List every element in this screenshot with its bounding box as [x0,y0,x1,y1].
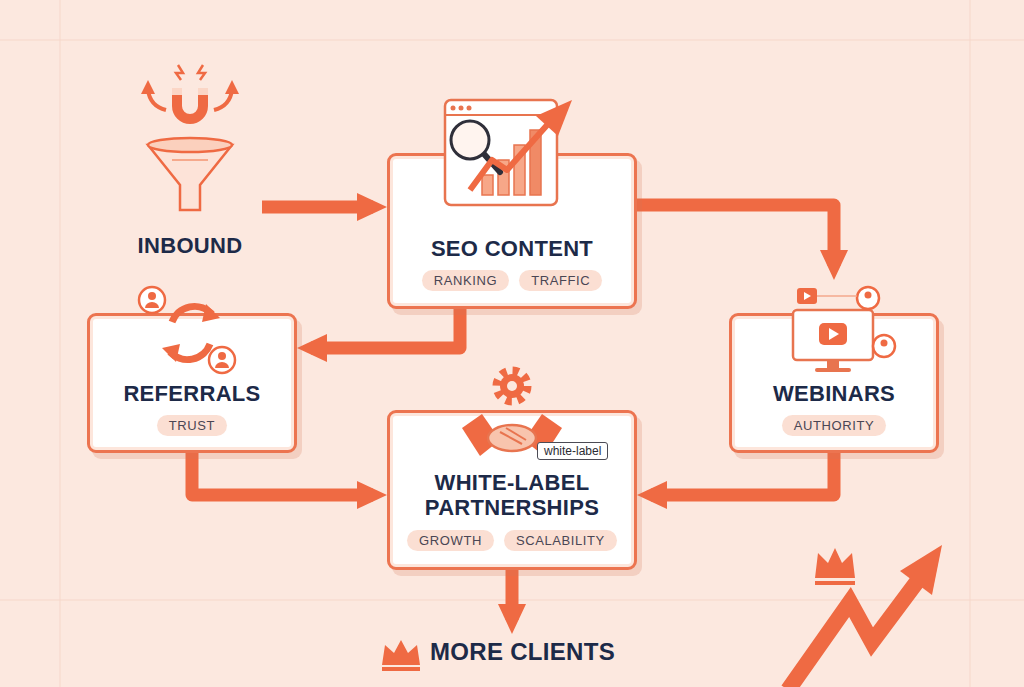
flow-arrow [192,453,373,495]
box-title: INBOUND [130,233,250,258]
tag-pill: GROWTH [407,530,494,551]
tag-pill: AUTHORITY [782,415,887,436]
box-content: WHITE-LABEL PARTNERSHIPS GROWTH SCALABILIT… [387,470,637,551]
flow-arrow [651,453,834,495]
box-title: WEBINARS [741,381,927,406]
pill-row: TRUST [99,415,285,436]
box-content: WEBINARS AUTHORITY [729,381,939,436]
box-title: WHITE-LABEL PARTNERSHIPS [399,470,625,521]
box-title: REFERRALS [99,381,285,406]
crown-icon [382,640,420,671]
box-content: MORE CLIENTS [378,638,650,666]
pill-row: GROWTH SCALABILITY [399,530,625,551]
process-box: REFERRALS TRUST [87,285,297,453]
pill-row: RANKING TRAFFIC [399,270,625,291]
flow-arrow [637,205,834,266]
growth-arrow [788,545,942,687]
tag-pill: TRAFFIC [519,270,602,291]
white-label-tag: white-label [537,442,608,460]
process-box: MORE CLIENTS [378,634,650,674]
tag-holder: white-label [537,441,608,460]
box-content: SEO CONTENT RANKING TRAFFIC [387,236,637,291]
box-content: INBOUND [118,233,262,258]
process-box: INBOUND [118,70,262,262]
tag-pill: SCALABILITY [504,530,617,551]
pill-row: AUTHORITY [741,415,927,436]
flow-arrow [262,201,373,214]
process-box: SEO CONTENT RANKING TRAFFIC [387,92,637,309]
box-title: MORE CLIENTS [430,638,638,666]
flow-arrow [311,309,460,348]
box-content: REFERRALS TRUST [87,381,297,436]
tag-pill: RANKING [422,270,509,291]
flow-arrow [506,570,519,620]
tag-pill: TRUST [157,415,227,436]
box-title: SEO CONTENT [399,236,625,261]
process-box: WHITE-LABEL PARTNERSHIPS GROWTH SCALABILIT… [387,366,637,570]
process-box: WEBINARS AUTHORITY [729,280,939,453]
funnel-magnet-icon [141,65,239,210]
